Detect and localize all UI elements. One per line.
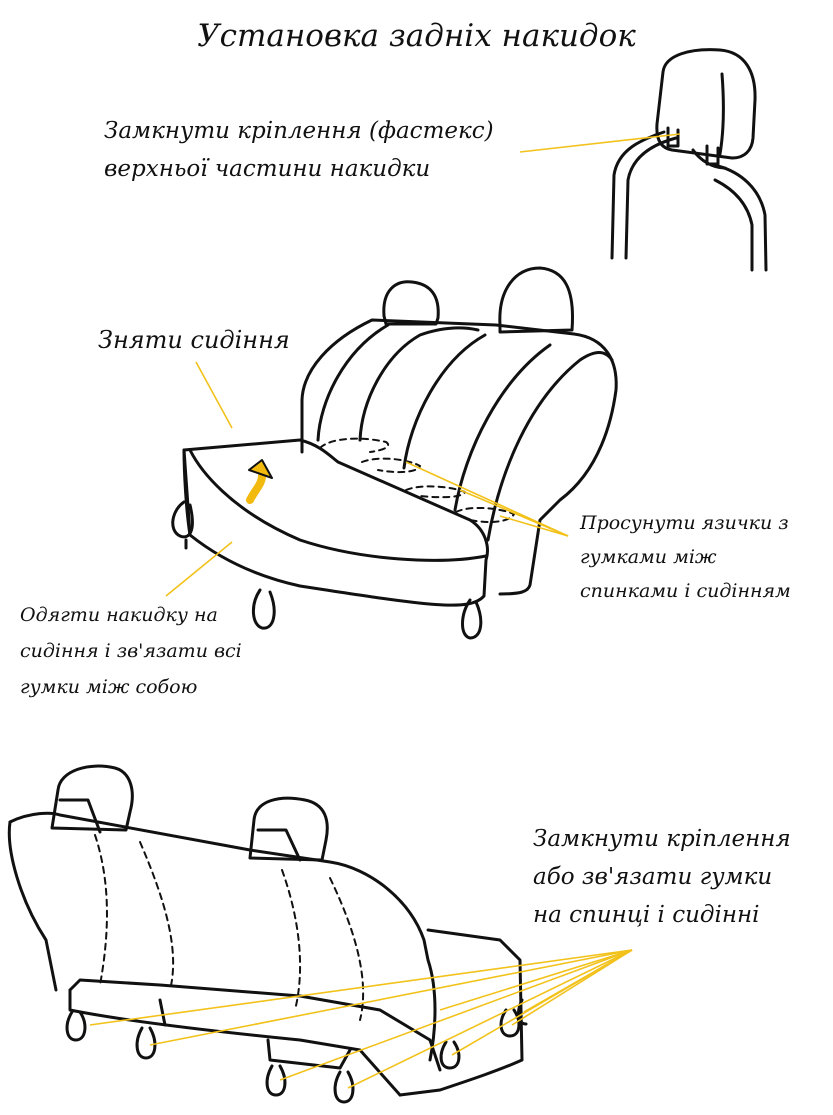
headrest-illustration [610,48,768,272]
rear-seat-installed-illustration [7,764,528,1104]
label-line: на спинці і сидінні [533,902,760,928]
label-line: гумки між собою [20,676,198,698]
label-line: верхньої частини накидки [104,156,431,182]
label-line: гумками між [580,546,717,568]
label-line: Одягти накидку на [20,604,218,626]
label-close-top-fasteners: Замкнути кріплення (фастекс) верхньої ча… [104,112,494,188]
label-line: Замкнути кріплення [533,826,791,852]
label-line: спинками і сидінням [580,580,791,602]
label-line: або зв'язати гумки [533,864,773,890]
label-push-tongues: Просунути язички з гумками між спинками … [580,506,791,608]
label-remove-seat: Зняти сидіння [98,326,290,354]
label-put-on-cover: Одягти накидку на сидіння і зв'язати всі… [20,597,242,705]
leader-lines [89,133,681,1089]
label-line: Замкнути кріплення (фастекс) [104,118,494,144]
label-fasten-or-tie: Замкнути кріплення або зв'язати гумки на… [533,820,791,934]
label-line: Просунути язички з [580,512,789,534]
up-arrow-icon [246,459,273,504]
page-title: Установка задніх накидок [197,18,636,54]
rear-seat-removed-illustration [171,266,618,640]
label-line: сидіння і зв'язати всі [20,640,242,662]
